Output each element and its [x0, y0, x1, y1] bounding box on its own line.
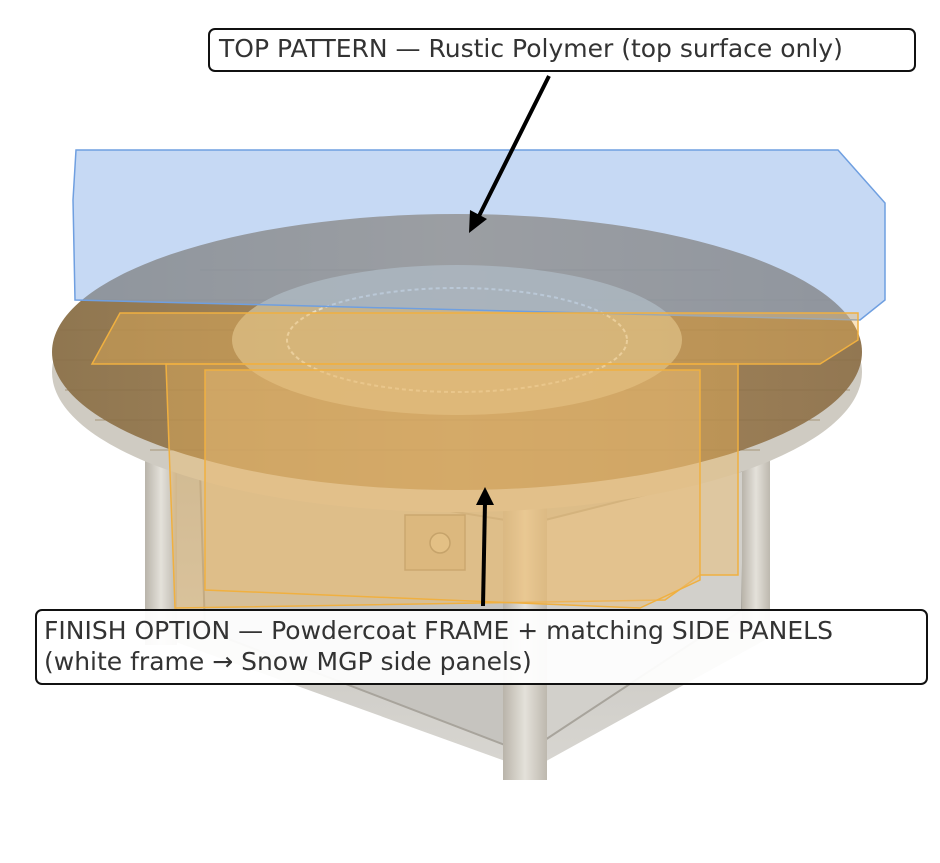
top-pattern-text: TOP PATTERN — Rustic Polymer (top surfac…	[219, 34, 843, 63]
top-pattern-highlight	[72, 149, 886, 321]
finish-option-line2: (white frame → Snow MGP side panels)	[44, 647, 532, 676]
arrow-top-pattern	[469, 75, 551, 233]
finish-option-line1: FINISH OPTION — Powdercoat FRAME + match…	[44, 616, 833, 645]
control-knob	[429, 532, 451, 554]
finish-option-callout: FINISH OPTION — Powdercoat FRAME + match…	[35, 609, 928, 685]
arrow-finish-option	[476, 487, 494, 607]
finish-option-highlight	[90, 312, 859, 609]
top-pattern-callout: TOP PATTERN — Rustic Polymer (top surfac…	[208, 28, 916, 72]
